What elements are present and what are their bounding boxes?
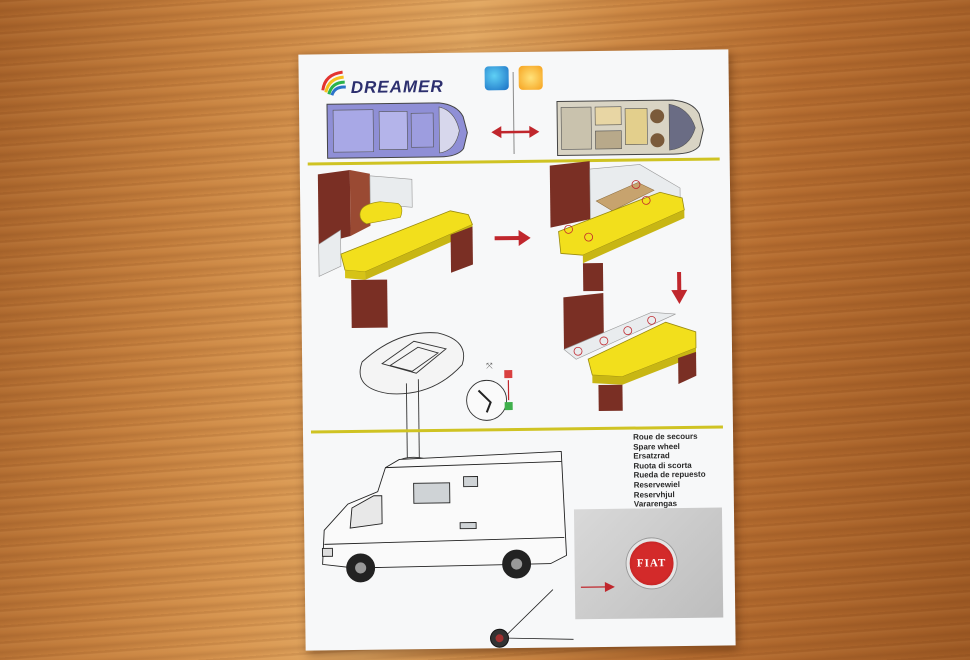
swap-arrow-icon <box>491 125 540 139</box>
dreamer-logo: DREAMER <box>319 67 459 103</box>
day-floor-plan <box>556 99 704 156</box>
camper-van-drawing <box>321 450 567 583</box>
bed-base-step <box>549 161 685 292</box>
svg-text:⤧: ⤧ <box>486 361 493 370</box>
spare-wheel-labels: Roue de secours Spare wheel Ersatzrad Ru… <box>633 431 732 509</box>
fiat-panel-arrow <box>580 581 615 592</box>
table-conversion-diagram: ⤧ <box>317 161 697 466</box>
spare-wheel-diagram <box>321 450 574 648</box>
fiat-panel: FIAT <box>573 507 724 620</box>
dinette-with-table <box>317 170 473 329</box>
bed-made-step <box>563 292 697 412</box>
fiat-logo-text: FIAT <box>636 557 667 570</box>
unlock-icon <box>504 370 513 379</box>
step-arrow-down-icon <box>671 271 688 305</box>
dreamer-swirl-icon <box>321 70 346 96</box>
step-arrow-right-icon <box>494 229 531 246</box>
instruction-sheet: DREAMER <box>298 49 736 651</box>
night-floor-plan <box>326 102 468 159</box>
spare-wheel-icon <box>490 589 574 648</box>
lock-icon <box>504 402 513 411</box>
lock-knob-detail: ⤧ <box>466 361 513 421</box>
floor-plans <box>326 99 704 159</box>
